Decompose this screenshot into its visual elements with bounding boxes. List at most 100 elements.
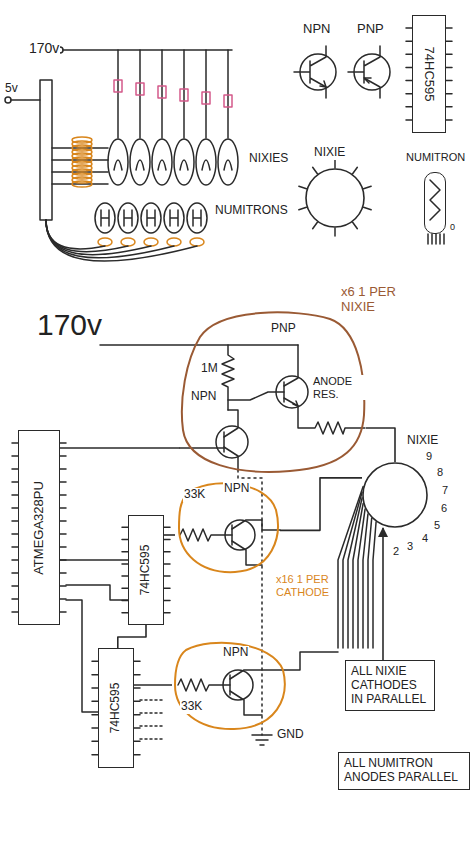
group-outline: [175, 643, 285, 729]
numitron-filament: [101, 210, 109, 226]
circuit-board: [40, 80, 52, 220]
tube-array: [46, 50, 238, 261]
solder-joint: [167, 238, 181, 246]
tube-pin: [299, 186, 307, 188]
anode-driver: [228, 392, 284, 400]
node-label: 74HC595: [109, 682, 123, 735]
note-box: ALL NIXIE CATHODES IN PARALLEL: [345, 660, 435, 711]
cathode-wire: [348, 498, 362, 648]
anode-wire: [161, 50, 163, 138]
solder-joint: [121, 238, 135, 246]
anode-driver-group: x6 1 PER NIXIEPNP1MNPNANODE RES.: [180, 305, 366, 475]
resistor-symbol: [136, 83, 144, 95]
signal-label: 170v: [28, 40, 60, 56]
wire-connector: [382, 528, 384, 660]
tube-pin: [334, 160, 336, 168]
cathode-wire: [373, 522, 376, 648]
numitron-tube: [187, 203, 207, 233]
node-label: ATMEGA328PU: [32, 480, 47, 576]
control-wire: [140, 700, 165, 739]
cathode-driver-group: 33KNPNx16 1 PER CATHODE: [175, 480, 280, 575]
pin-number: 2: [392, 545, 400, 558]
tube-digit: [158, 160, 166, 170]
anode-wire: [117, 50, 119, 138]
cathode-wire: [363, 514, 368, 648]
anode-driver: [216, 426, 248, 458]
numitron-filament: [170, 210, 178, 226]
shift-register-ic: 74HC595: [98, 648, 134, 768]
node-label: 74HC595: [422, 46, 437, 103]
anode-wire: [183, 50, 185, 138]
pin-number: 9: [425, 450, 433, 463]
numitron-tube: [164, 203, 184, 233]
tube-pin: [364, 207, 372, 209]
cathode-wire: [338, 486, 376, 648]
numitron-filament: [193, 210, 201, 226]
supply-rail: [11, 99, 40, 101]
nixie-symbol: NIXIE: [305, 168, 365, 228]
anode-driver: [100, 344, 298, 346]
note-box: ALL NUMITRON ANODES PARALLEL: [338, 752, 470, 790]
node-label: NPN: [222, 646, 249, 660]
nixie-tube: NIXIE: [362, 462, 428, 528]
node-label: ALL NUMITRON ANODES PARALLEL: [344, 757, 464, 785]
anode-driver: [100, 345, 365, 470]
resistor-symbol: [180, 89, 188, 101]
pin-number: 0: [449, 222, 456, 232]
tube-pin: [364, 186, 372, 188]
pin-number: 5: [433, 519, 441, 532]
circuit-board: [40, 80, 108, 220]
anode-driver: [293, 401, 298, 406]
ground-bus: [252, 735, 272, 745]
circuit-board: [52, 148, 108, 184]
pin-number: 4: [421, 532, 429, 545]
numitron-filament: [124, 210, 132, 226]
nixie-tube: [108, 139, 128, 185]
ic-pin: [12, 28, 452, 755]
numitron-tube: [95, 203, 115, 233]
tube-outline: [306, 169, 364, 227]
nixie-tube: [218, 139, 238, 185]
anode-wire: [227, 50, 229, 138]
solder-joint: [144, 238, 158, 246]
wire-connector: [366, 428, 395, 462]
numitron-filament: [147, 210, 155, 226]
tube-digit: [180, 160, 188, 170]
signal-label: NIXIES: [248, 152, 289, 166]
part-label: 1M: [200, 362, 219, 376]
part-label: x16 1 PER CATHODE: [275, 573, 337, 598]
part-label: 33K: [180, 700, 203, 714]
ground-bus: [238, 470, 272, 745]
cathode-wire: [353, 504, 363, 648]
tube-digit: [136, 160, 144, 170]
numitron-filament: [428, 180, 444, 244]
transistor-arrow: [364, 78, 371, 83]
signal-label: GND: [276, 728, 305, 742]
numitron-filament: [430, 180, 440, 220]
node-label: NIXIE: [313, 146, 346, 160]
resistor-symbol: [202, 92, 210, 104]
tube-outline: [363, 463, 427, 527]
resistor-symbol: [158, 86, 166, 98]
wire-connector: [164, 534, 175, 536]
tube-pin: [313, 167, 318, 173]
cathode-driver-group: NPN 33K: [172, 640, 287, 730]
node-label: x6 1 PER NIXIE: [340, 285, 412, 315]
legend-symbol: [294, 46, 390, 236]
cathode-driver: [178, 679, 230, 691]
cathode-driver: [178, 520, 338, 715]
wire-connector: [280, 478, 362, 531]
part-label: NPN: [223, 482, 250, 496]
cathode-driver: [232, 541, 262, 565]
transistor-symbol: [348, 46, 380, 98]
transistor-arrow: [320, 81, 326, 87]
coil: [72, 181, 92, 187]
shift-register-ic: 74HC595: [412, 15, 446, 133]
tube-pin: [313, 222, 318, 228]
tube-pin: [334, 228, 336, 236]
solder-joint: [190, 238, 204, 246]
cathode-driver: [230, 691, 262, 715]
shift-register-ic: 74HC595: [128, 515, 164, 625]
cathode-wire: [368, 518, 372, 648]
